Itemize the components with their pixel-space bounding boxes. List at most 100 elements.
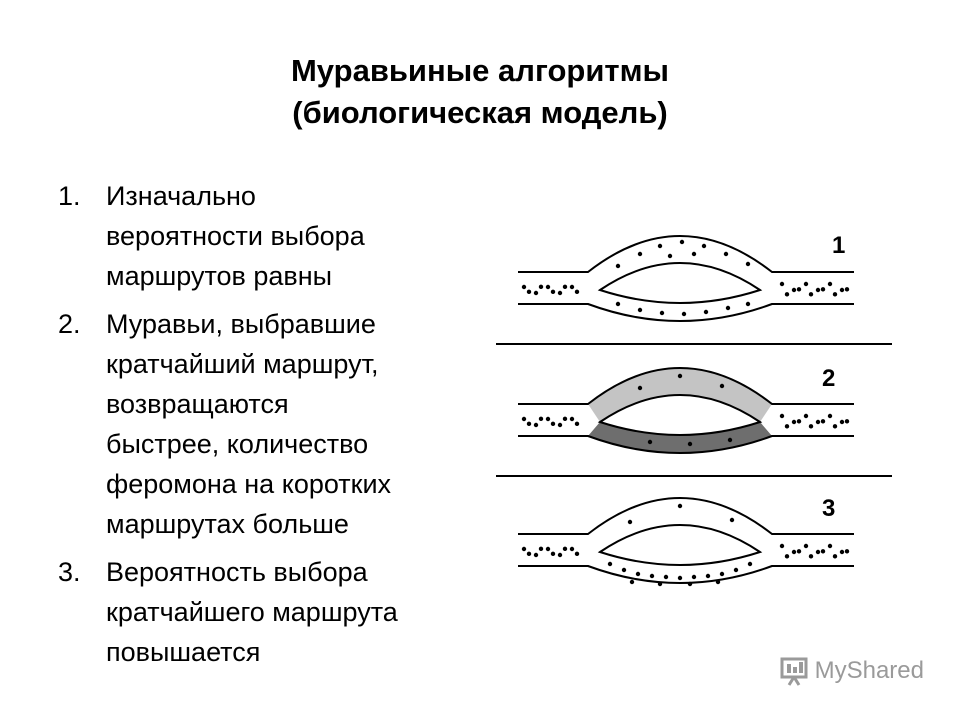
ant-dot [621, 567, 627, 573]
ant-dot [791, 287, 797, 293]
ant-dot [779, 543, 785, 549]
road-outline [518, 235, 854, 322]
ant-dot [808, 292, 814, 297]
ant-dot [657, 581, 663, 587]
ant-dot [705, 573, 711, 579]
ant-dot [574, 421, 580, 427]
path-island [597, 394, 763, 436]
ant-dot [844, 549, 850, 554]
separator-lines [496, 343, 892, 477]
ant-dot [533, 290, 539, 296]
ant-dot [538, 284, 544, 290]
ant-dot [803, 281, 809, 287]
ant-dot [569, 416, 575, 422]
ant-dot [727, 437, 733, 443]
ant-dot [701, 243, 707, 249]
ant-dot [681, 311, 687, 317]
ant-dot [784, 424, 790, 429]
ant-dot [779, 281, 785, 287]
ant-dot [538, 416, 544, 422]
list-number: 3. [58, 557, 81, 587]
list-line: Изначально [106, 181, 256, 211]
list-line: маршрутах больше [106, 509, 349, 539]
ant-dot [615, 263, 621, 269]
title-line-2: (биологическая модель) [292, 95, 668, 130]
ant-dot [647, 439, 653, 445]
ant-dot [747, 561, 753, 567]
road-outline [518, 497, 854, 584]
ant-dot [719, 383, 725, 389]
ant-dot [521, 546, 527, 552]
list-number: 2. [58, 309, 81, 339]
list-line: феромона на коротких [106, 469, 392, 499]
ant-dot [562, 284, 568, 290]
list-item: 3. Вероятность выбора кратчайшего маршру… [56, 552, 496, 672]
numbered-list: 1. Изначально вероятности выбора маршрут… [56, 176, 496, 680]
ant-dot [691, 574, 697, 580]
ant-dot [791, 549, 797, 555]
ant-dot [784, 292, 790, 297]
ant-dot [637, 251, 643, 257]
road-outline [518, 367, 854, 454]
ant-dot [545, 416, 551, 422]
list-line: маршрутов равны [106, 261, 333, 291]
ant-dot [677, 575, 683, 581]
ant-dot [815, 419, 821, 425]
presentation-board-icon [780, 657, 808, 686]
ant-dot [725, 305, 731, 311]
list-line: вероятности выбора [106, 221, 365, 251]
watermark: MyShared [779, 656, 924, 686]
list-line: Вероятность выбора [106, 557, 368, 587]
ant-dot [803, 543, 809, 549]
list-item: 2. Муравьи, выбравшие кратчайший маршрут… [56, 304, 496, 544]
ant-dot [832, 292, 838, 297]
ant-dot [521, 416, 527, 422]
ant-dot [569, 546, 575, 552]
ant-dot [533, 552, 539, 558]
ant-dot [791, 419, 797, 425]
ant-dot [779, 413, 785, 419]
list-line: кратчайший маршрут, [106, 349, 379, 379]
panel-2-diagram [518, 367, 854, 454]
panel-3-diagram [518, 497, 854, 587]
ant-dot [733, 567, 739, 573]
ant-dot [719, 571, 725, 577]
ant-dot [526, 289, 532, 295]
panel-label-1: 1 [832, 232, 845, 259]
watermark-text: MyShared [814, 657, 924, 684]
ant-dot [574, 551, 580, 557]
ant-dot [796, 549, 802, 554]
ant-dot [657, 243, 663, 249]
path-island [597, 262, 763, 304]
ant-dot [820, 287, 826, 292]
title-line-1: Муравьиные алгоритмы [290, 53, 669, 88]
ant-dot [637, 307, 643, 313]
ant-dot [557, 290, 563, 296]
ant-dot [562, 546, 568, 552]
list-line: возвращаются [106, 389, 289, 419]
ant-dot [635, 571, 641, 577]
ant-dot [538, 546, 544, 552]
ant-dot [545, 546, 551, 552]
ant-dot [827, 413, 833, 419]
ant-dot [808, 424, 814, 429]
ant-dot [659, 310, 665, 316]
ant-dot [550, 289, 556, 295]
ant-dot [796, 419, 802, 424]
ant-dot [745, 261, 751, 267]
ant-dot [569, 284, 575, 290]
short-path-pheromone [588, 422, 772, 453]
ant-dot [607, 561, 613, 567]
ant-dot [745, 301, 751, 307]
panel-label-2: 2 [822, 365, 835, 392]
ant-dot [677, 373, 683, 379]
ant-dot [627, 519, 633, 525]
ant-dot [526, 551, 532, 557]
ant-dot [667, 253, 673, 259]
ant-dot [820, 549, 826, 554]
ant-dot [649, 573, 655, 579]
ant-dot [729, 517, 735, 523]
ant-dot [820, 419, 826, 424]
ant-dot [574, 289, 580, 295]
ant-dot [687, 441, 693, 447]
